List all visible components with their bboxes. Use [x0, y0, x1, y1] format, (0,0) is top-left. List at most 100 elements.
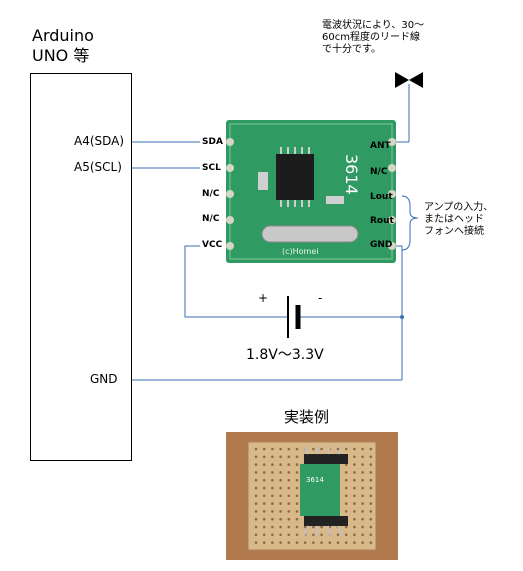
ic-pins — [280, 147, 310, 207]
module-pin-sda: SDA — [202, 137, 223, 147]
module-pin-vcc: VCC — [202, 240, 223, 250]
board-hole — [279, 447, 282, 451]
board-hole — [344, 494, 348, 498]
board-hole — [262, 510, 266, 513]
module-crystal — [261, 225, 359, 243]
board-hole — [287, 510, 291, 513]
board-hole — [295, 463, 299, 466]
board-hole — [271, 494, 274, 498]
photo-header-bottom — [304, 516, 348, 526]
board-hole — [295, 517, 299, 521]
board-hole — [361, 525, 364, 529]
board-hole — [303, 541, 307, 544]
board-hole — [369, 541, 373, 544]
board-hole — [344, 510, 348, 513]
module-pin-nc-right: N/C — [370, 167, 388, 177]
board-hole — [279, 510, 282, 513]
board-hole — [344, 478, 348, 482]
board-hole — [369, 486, 373, 490]
board-hole — [287, 525, 291, 529]
board-hole — [361, 478, 364, 482]
board-hole — [336, 533, 340, 537]
board-hole — [295, 502, 299, 505]
board-hole — [344, 486, 348, 490]
board-hole — [344, 533, 348, 537]
board-hole — [344, 471, 348, 474]
board-hole — [287, 517, 291, 521]
module-pin-nc-left-1: N/C — [202, 189, 220, 199]
board-hole — [254, 525, 258, 529]
module-res — [326, 196, 344, 204]
board-hole — [361, 541, 364, 544]
module-cap — [258, 172, 268, 190]
board-hole — [353, 517, 356, 521]
board-hole — [369, 447, 373, 451]
board-hole — [295, 486, 299, 490]
board-hole — [320, 525, 323, 529]
board-hole — [361, 471, 364, 474]
board-hole — [262, 533, 266, 537]
board-hole — [295, 510, 299, 513]
board-hole — [254, 517, 258, 521]
board-hole — [271, 486, 274, 490]
board-hole — [353, 541, 356, 544]
antenna-note: 電波状況により、30～ 60cm程度のリード線 で十分です。 — [322, 20, 425, 55]
board-hole — [312, 447, 315, 451]
board-hole — [279, 463, 282, 466]
board-hole — [271, 541, 274, 544]
board-hole — [271, 447, 274, 451]
board-hole — [312, 541, 315, 544]
board-hole — [361, 533, 364, 537]
board-hole — [353, 478, 356, 482]
board-hole — [320, 533, 323, 537]
board-hole — [271, 478, 274, 482]
board-hole — [369, 478, 373, 482]
board-hole — [361, 510, 364, 513]
board-hole — [312, 533, 315, 537]
board-hole — [336, 447, 340, 451]
audio-note: アンプの入力、 またはヘッド フォンへ接続 — [424, 202, 494, 237]
board-hole — [254, 510, 258, 513]
module-chip-marking: 3614 — [342, 154, 361, 195]
board-hole — [262, 541, 266, 544]
board-hole — [369, 510, 373, 513]
board-hole — [369, 533, 373, 537]
junction-dot — [400, 315, 404, 319]
board-hole — [361, 517, 364, 521]
board-hole — [295, 455, 299, 459]
board-hole — [361, 447, 364, 451]
board-hole — [328, 541, 332, 544]
board-hole — [254, 478, 258, 482]
board-hole — [344, 447, 348, 451]
audio-bracket — [401, 195, 419, 251]
board-hole — [254, 447, 258, 451]
board-hole — [287, 486, 291, 490]
module-pin-ant: ANT — [370, 141, 391, 151]
board-hole — [271, 533, 274, 537]
wire-vcc — [184, 245, 288, 318]
board-hole — [344, 541, 348, 544]
photo-chip-marking: 3614 — [306, 476, 324, 484]
board-hole — [369, 494, 373, 498]
board-hole — [295, 541, 299, 544]
board-hole — [295, 494, 299, 498]
module-pin-scl: SCL — [202, 163, 221, 173]
board-hole — [254, 533, 258, 537]
board-hole — [254, 463, 258, 466]
board-hole — [287, 447, 291, 451]
board-hole — [279, 541, 282, 544]
board-hole — [279, 502, 282, 505]
board-hole — [271, 463, 274, 466]
board-hole — [295, 533, 299, 537]
arduino-title-line1: Arduino — [32, 26, 94, 45]
board-hole — [287, 478, 291, 482]
arduino-pin-scl: A5(SCL) — [74, 160, 122, 174]
board-hole — [271, 471, 274, 474]
board-hole — [295, 471, 299, 474]
board-hole — [271, 510, 274, 513]
board-hole — [254, 455, 258, 459]
board-hole — [353, 486, 356, 490]
board-hole — [361, 494, 364, 498]
